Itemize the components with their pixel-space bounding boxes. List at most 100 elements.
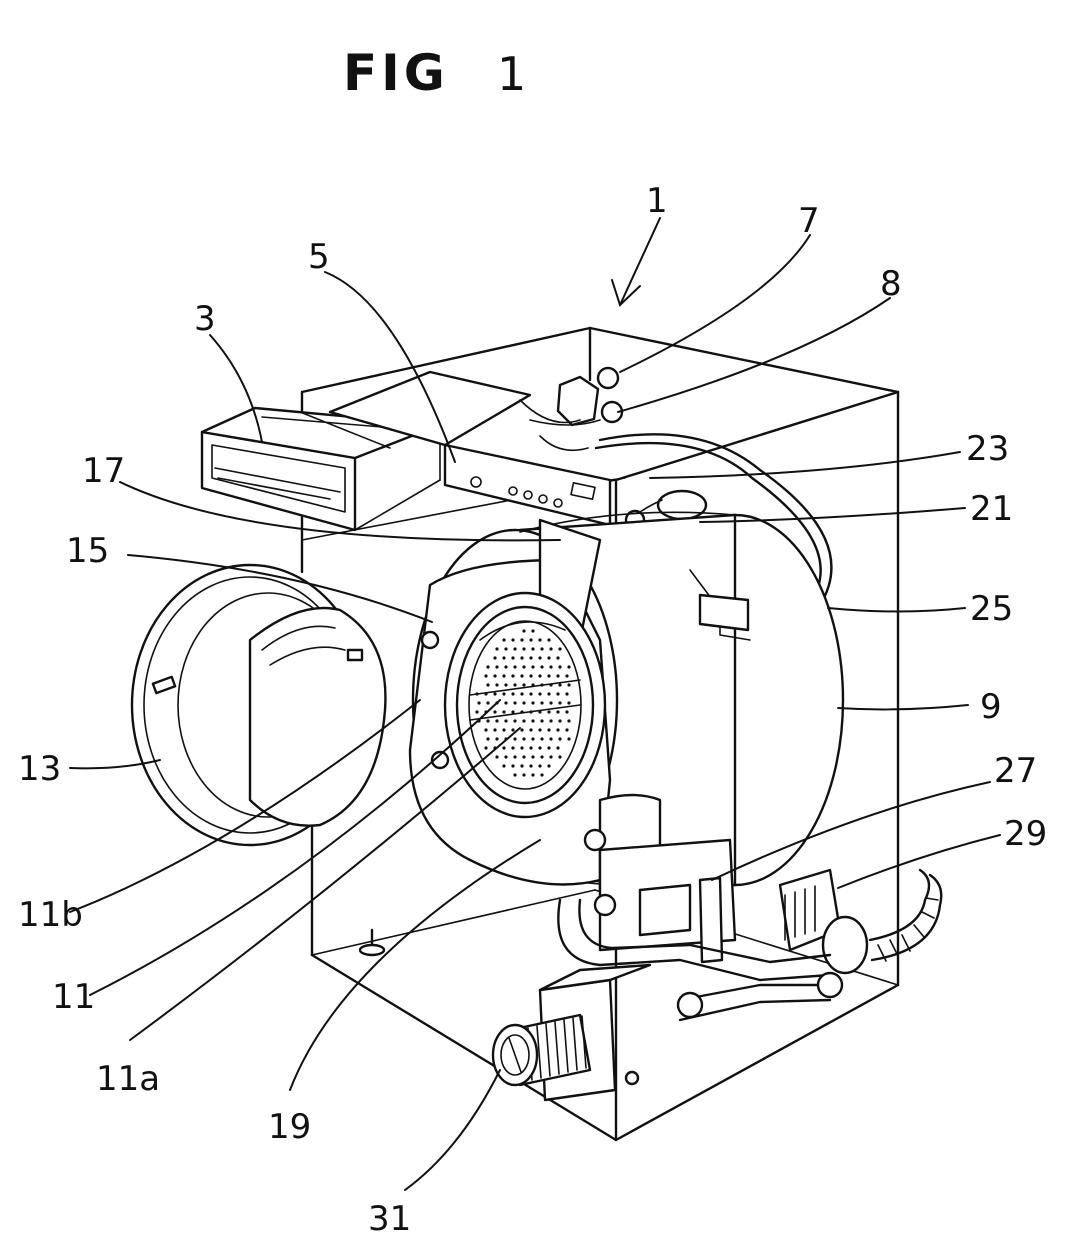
label-11b: 11b (18, 895, 83, 935)
inlet-valves (519, 366, 624, 452)
perforation-dot (495, 665, 499, 669)
perforation-dot (567, 719, 571, 723)
perforation-dot (520, 674, 524, 678)
perforation-dot (531, 701, 535, 705)
perforation-dot (513, 773, 517, 777)
drum-opening (443, 591, 607, 819)
perforation-dot (502, 710, 506, 714)
label-11: 11 (52, 977, 95, 1017)
perforation-dot (513, 647, 517, 651)
control-panel (328, 370, 626, 527)
figure-title-letters: FIG (343, 44, 449, 102)
perforation-dot (565, 674, 569, 678)
perforation-dot (520, 656, 524, 660)
perforation-dot (504, 647, 508, 651)
perforation-dot (475, 692, 479, 696)
drum-perforations (475, 629, 571, 777)
perforation-dot (529, 656, 533, 660)
label-9: 9 (980, 687, 1002, 727)
perforation-dot (538, 746, 542, 750)
perforation-dot (529, 728, 533, 732)
perforation-dot (486, 665, 490, 669)
perforation-dot (520, 710, 524, 714)
perforation-dot (529, 638, 533, 642)
perforation-dot (504, 665, 508, 669)
perforation-dot (502, 638, 506, 642)
perforation-dot (538, 764, 542, 768)
perforation-dot (540, 683, 544, 687)
perforation-dot (520, 638, 524, 642)
perforation-dot (522, 647, 526, 651)
perforation-dot (567, 701, 571, 705)
perforation-dot (511, 746, 515, 750)
label-23: 23 (966, 429, 1009, 469)
perforation-dot (529, 692, 533, 696)
perforation-dot (565, 710, 569, 714)
perforation-dot (477, 701, 481, 705)
leader-lines (69, 217, 1001, 1191)
label-8: 8 (880, 264, 902, 304)
door-catch (346, 648, 364, 662)
perforation-dot (567, 683, 571, 687)
perforation-dot (558, 755, 562, 759)
perforation-dot (558, 683, 562, 687)
perforation-dot (513, 737, 517, 741)
perforation-dot (486, 683, 490, 687)
perforation-dot (511, 764, 515, 768)
perforation-dot (504, 719, 508, 723)
filter-mesh-line (536, 1025, 542, 1079)
label-13: 13 (18, 749, 61, 789)
perforation-dot (502, 656, 506, 660)
perforation-dot (538, 710, 542, 714)
perforation-dot (502, 728, 506, 732)
tub-strap (698, 593, 750, 632)
perforation-dot (486, 701, 490, 705)
label-21: 21 (970, 489, 1013, 529)
perforation-dot (495, 683, 499, 687)
perforation-dot (547, 674, 551, 678)
perforation-dot (531, 647, 535, 651)
perforation-dot (556, 728, 560, 732)
perforation-dot (484, 674, 488, 678)
perforation-dot (493, 692, 497, 696)
perforation-dot (549, 719, 553, 723)
perforation-dot (493, 728, 497, 732)
perforation-dot (565, 692, 569, 696)
label-29: 29 (1004, 814, 1047, 854)
label-15: 15 (66, 531, 109, 571)
perforation-dot (513, 755, 517, 759)
lower-hoses (557, 898, 844, 1022)
perforation-dot (484, 692, 488, 696)
filter-mesh-line (545, 1023, 551, 1077)
label-11a: 11a (96, 1059, 160, 1099)
door (130, 563, 387, 847)
perforation-dot (538, 692, 542, 696)
motor-assembly (593, 838, 737, 964)
perforation-dot (556, 746, 560, 750)
perforation-dot (565, 728, 569, 732)
perforation-dot (502, 692, 506, 696)
perforation-dot (484, 746, 488, 750)
perforation-dot (502, 746, 506, 750)
perforation-dot (511, 656, 515, 660)
perforation-dot (529, 674, 533, 678)
perforation-dot (529, 746, 533, 750)
perforation-dot (531, 665, 535, 669)
perforation-dot (549, 737, 553, 741)
perforation-dot (547, 728, 551, 732)
perforation-dot (522, 737, 526, 741)
perforation-dot (556, 710, 560, 714)
perforation-dot (547, 764, 551, 768)
perforation-dot (495, 737, 499, 741)
perforation-dot (495, 719, 499, 723)
label-25: 25 (970, 589, 1013, 629)
perforation-dot (529, 764, 533, 768)
perforation-dot (513, 683, 517, 687)
perforation-dot (475, 710, 479, 714)
perforation-dot (513, 665, 517, 669)
perforation-dot (520, 764, 524, 768)
filter-mesh-line (572, 1017, 578, 1071)
perforation-dot (511, 692, 515, 696)
